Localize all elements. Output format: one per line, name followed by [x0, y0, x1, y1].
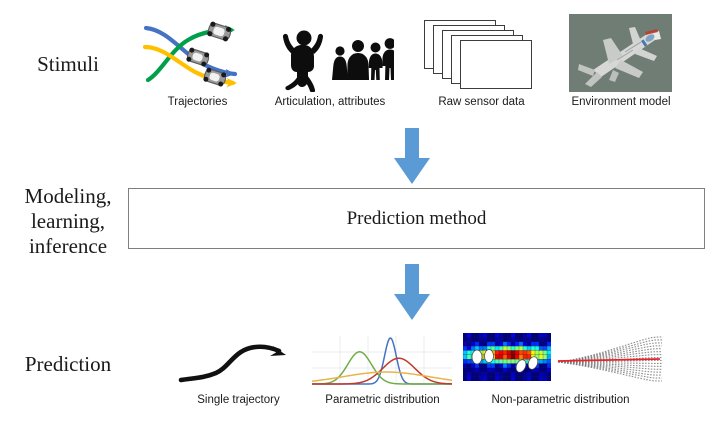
caption-environment-model: Environment model [571, 96, 671, 108]
bundle-trajectory [557, 348, 663, 363]
parametric-distribution-chart [311, 336, 453, 388]
heatmap-markers [471, 349, 539, 373]
prediction-method-label: Prediction method [346, 207, 487, 229]
jumping-person-glyph [282, 30, 324, 93]
crowd-silhouettes [332, 38, 412, 80]
row-label-prediction: Prediction [24, 352, 112, 376]
raw-sensor-data-icon [424, 20, 534, 92]
row-label-modeling: Modeling, learning, inference [24, 184, 112, 258]
caption-single-trajectory: Single trajectory [197, 394, 280, 406]
sensor-sheet [460, 40, 532, 89]
caption-non-parametric-distribution: Non-parametric distribution [491, 394, 630, 406]
aircraft-render [578, 27, 661, 87]
prediction-method-box: Prediction method [128, 188, 705, 249]
caption-raw-sensor-data: Raw sensor data [438, 96, 525, 108]
caption-parametric-distribution: Parametric distribution [325, 394, 440, 406]
curve-red-center [312, 357, 453, 385]
single-trajectory-icon [178, 342, 298, 388]
trajectories-icon [142, 16, 251, 92]
row-label-stimuli: Stimuli [37, 52, 99, 76]
flow-arrow-down-2 [392, 264, 432, 327]
environment-model-icon [569, 14, 672, 92]
caption-trajectories: Trajectories [167, 96, 228, 108]
trajectory-bundle-icon [556, 330, 666, 386]
chart-curves [311, 337, 453, 385]
caption-articulation: Articulation, attributes [274, 96, 386, 108]
articulation-attributes-icon [262, 28, 412, 93]
curve-orange-flat [311, 371, 453, 382]
flow-arrow-down-1 [392, 128, 432, 191]
non-parametric-heatmap [462, 332, 552, 382]
bundle-trajectory [557, 336, 663, 363]
bundle-mean-line [557, 358, 661, 362]
curve-green-left [312, 351, 452, 385]
